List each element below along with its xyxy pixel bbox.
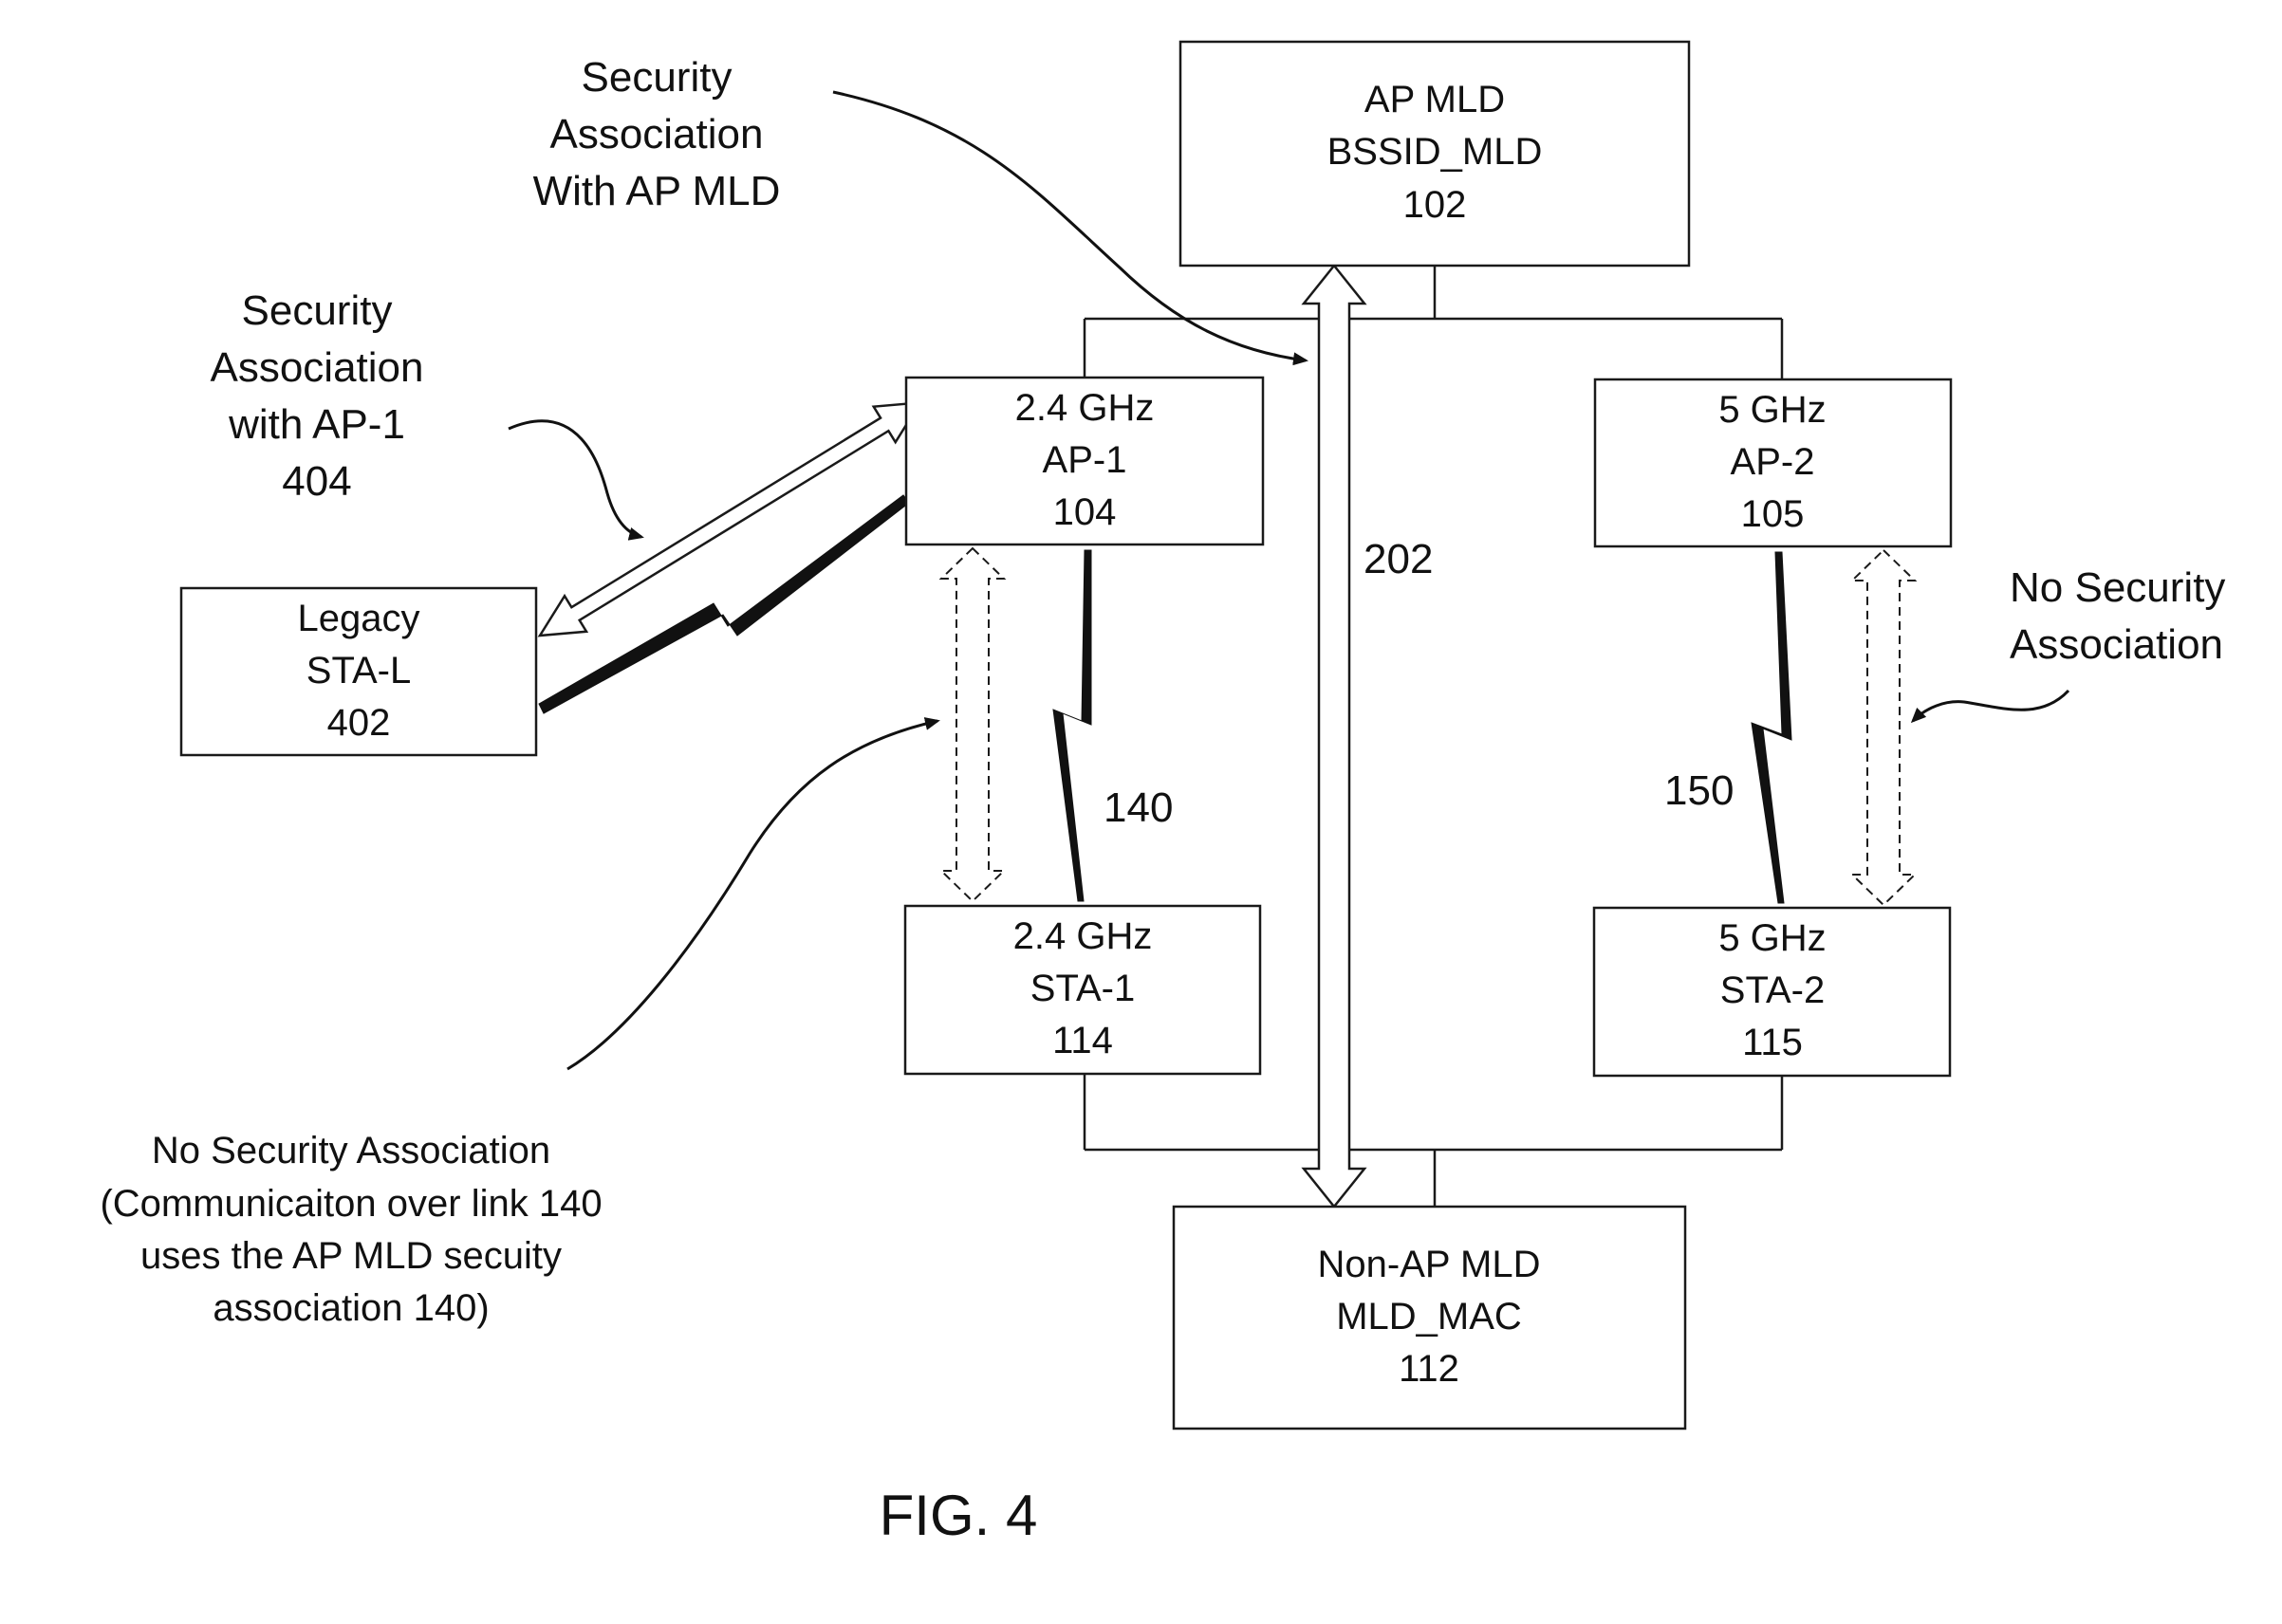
ap1-name: AP-1 xyxy=(1043,439,1127,481)
sta2-box: 5 GHz STA-2 115 xyxy=(1592,906,1952,1078)
figure-label: FIG. 4 xyxy=(880,1484,1038,1547)
sta2-band: 5 GHz xyxy=(1718,917,1826,959)
sa-ap1-ref: 404 xyxy=(282,458,351,505)
no-sa-left-line1: No Security Association xyxy=(152,1130,550,1172)
ap-mld-title: AP MLD xyxy=(1364,79,1505,120)
sta1-ref: 114 xyxy=(1052,1020,1113,1061)
no-sa-left-pointer xyxy=(566,717,940,1071)
legacy-sta-box: Legacy STA-L 402 xyxy=(179,586,538,757)
sa-ap-mld-line1: Security xyxy=(582,54,733,101)
legacy-name: STA-L xyxy=(306,650,411,692)
no-sa-right-pointer xyxy=(1910,689,2070,724)
sa-ap1-line1: Security xyxy=(242,287,393,334)
link-202-arrow xyxy=(1301,263,1367,1209)
ap-mld-ref: 102 xyxy=(1403,184,1467,226)
ap2-name: AP-2 xyxy=(1731,441,1815,483)
no-sa-left-line4: association 140) xyxy=(213,1287,489,1329)
ap2-band: 5 GHz xyxy=(1718,389,1826,431)
annotation-sa-ap1: Security Association with AP-1 404 xyxy=(210,287,644,541)
sta2-name: STA-2 xyxy=(1720,969,1825,1011)
ap-mld-bssid: BSSID_MLD xyxy=(1327,131,1543,173)
non-ap-mld-title: Non-AP MLD xyxy=(1318,1244,1541,1285)
sa-ap-mld-pointer xyxy=(832,90,1308,366)
link-150-label: 150 xyxy=(1664,767,1734,814)
sa-ap1-line3: with AP-1 xyxy=(228,401,405,448)
ap1-band: 2.4 GHz xyxy=(1015,387,1155,429)
non-ap-mld-ref: 112 xyxy=(1399,1348,1459,1390)
sa-ap-mld-line2: Association xyxy=(549,111,763,157)
legacy-title: Legacy xyxy=(298,598,420,639)
non-ap-mld-mac: MLD_MAC xyxy=(1336,1296,1522,1338)
ap2-box: 5 GHz AP-2 105 xyxy=(1593,378,1953,548)
no-sa-right-line2: Association xyxy=(2010,621,2223,668)
legacy-ref: 402 xyxy=(327,702,391,744)
sta1-band: 2.4 GHz xyxy=(1013,915,1153,957)
sa-ap1-line2: Association xyxy=(210,344,423,391)
annotation-no-sa-right: No Security Association xyxy=(1910,564,2225,724)
link-202-label: 202 xyxy=(1364,536,1433,582)
ap1-ref: 104 xyxy=(1053,491,1117,533)
dashed-arrow-ap1-sta1 xyxy=(938,546,1007,903)
sa-ap-mld-line3: With AP MLD xyxy=(533,168,781,214)
no-sa-right-line1: No Security xyxy=(2010,564,2225,611)
no-sa-left-line2: (Communicaiton over link 140 xyxy=(100,1183,602,1225)
sa-ap1-pointer xyxy=(508,419,644,541)
ap-mld-box: AP MLD BSSID_MLD 102 xyxy=(1178,40,1691,268)
annotation-sa-ap-mld: Security Association With AP MLD xyxy=(533,54,1308,366)
no-sa-left-line3: uses the AP MLD secuity xyxy=(140,1235,562,1277)
sta1-name: STA-1 xyxy=(1030,968,1135,1009)
sta1-box: 2.4 GHz STA-1 114 xyxy=(903,904,1262,1076)
lightning-link-150 xyxy=(1751,551,1792,904)
link-140-label: 140 xyxy=(1104,784,1173,831)
non-ap-mld-box: Non-AP MLD MLD_MAC 112 xyxy=(1172,1205,1687,1430)
ap1-box: 2.4 GHz AP-1 104 xyxy=(904,376,1265,546)
dashed-arrow-ap2-sta2 xyxy=(1849,548,1918,907)
sta2-ref: 115 xyxy=(1742,1022,1803,1063)
annotation-no-sa-left: No Security Association (Communicaiton o… xyxy=(100,717,940,1329)
lightning-link-140 xyxy=(1052,549,1092,902)
connector-lines xyxy=(1083,266,1784,1207)
ap2-ref: 105 xyxy=(1741,493,1805,535)
